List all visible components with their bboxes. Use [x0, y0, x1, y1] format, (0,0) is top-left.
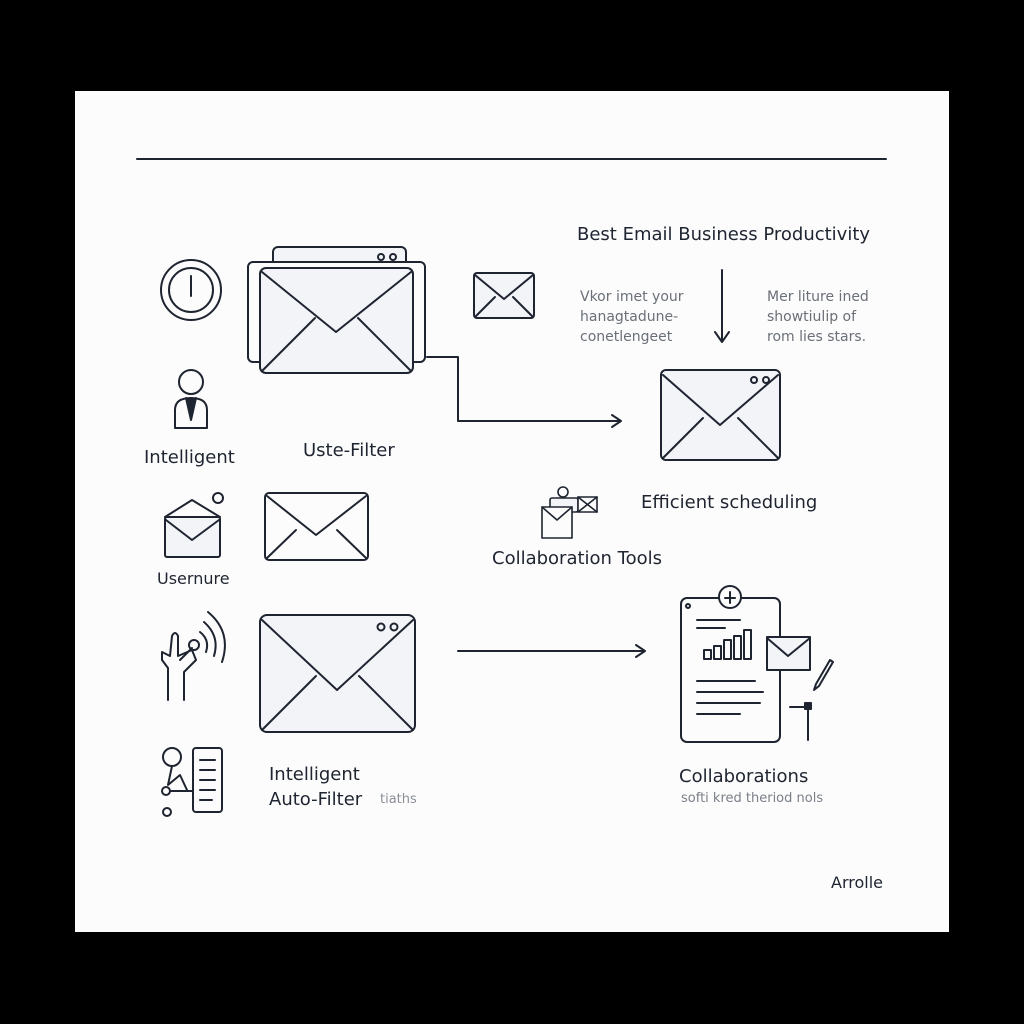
envelope-icon-middle — [264, 492, 369, 561]
small-envelope-icon — [473, 272, 535, 319]
note-right-line: showtiulip of — [767, 309, 857, 325]
person-icon — [174, 369, 208, 429]
note-right-line: Mer liture ined — [767, 289, 869, 305]
label-usernure: Usernure — [157, 569, 230, 588]
label-efficient-scheduling: Efficient scheduling — [641, 492, 818, 513]
hand-signal-icon — [161, 611, 226, 701]
report-document-icon — [680, 585, 834, 743]
collaboration-tools-icon — [541, 486, 598, 539]
envelope-icon-large — [259, 614, 416, 733]
envelope-notification-icon — [164, 492, 224, 558]
label-collaborations: Collaborations — [679, 766, 809, 787]
note-left-line: conetlengeet — [580, 329, 673, 345]
label-intelligent-2: Intelligent — [269, 764, 360, 785]
user-phone-icon — [161, 747, 223, 817]
label-auto-filter: Auto-Filter — [269, 789, 363, 810]
down-arrow — [714, 269, 730, 343]
note-left-line: Vkor imet your — [580, 289, 684, 305]
label-intelligent: Intelligent — [144, 447, 235, 468]
note-left: Vkor imet your hanagtadune- conetlengeet — [580, 287, 684, 347]
stacked-envelope-icon — [247, 246, 426, 374]
diagram-title: Best Email Business Productivity — [577, 224, 871, 245]
label-uste-filter: Uste-Filter — [303, 440, 395, 461]
note-right: Mer liture ined showtiulip of rom lies s… — [767, 287, 869, 347]
label-collaborations-sub: softi kred theriod nols — [681, 791, 824, 806]
connector-arrow — [426, 356, 622, 428]
note-right-line: rom lies stars. — [767, 329, 867, 345]
footer-label: Arrolle — [831, 873, 883, 892]
label-auto-filter-suffix: tiaths — [380, 792, 417, 807]
note-left-line: hanagtadune- — [580, 309, 679, 325]
right-arrow — [457, 644, 646, 658]
clock-icon — [160, 259, 222, 321]
envelope-icon-right — [660, 369, 781, 461]
label-collaboration-tools: Collaboration Tools — [492, 548, 663, 569]
